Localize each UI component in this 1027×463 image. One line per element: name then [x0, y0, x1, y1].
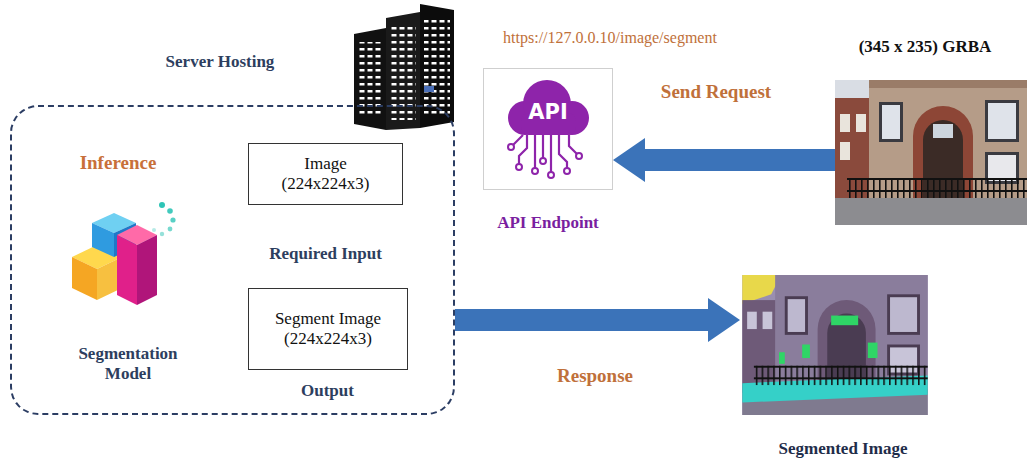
api-cloud-icon-part — [508, 80, 589, 135]
model-cubes-icon-part — [137, 235, 157, 305]
model-cubes-icon-part — [168, 227, 173, 232]
api-caption: API Endpoint — [497, 213, 599, 233]
server-rack-icon-part — [354, 28, 386, 130]
output-spec-box: Segment Image (224x224x3)Output — [248, 288, 408, 370]
segmented-image-node: Segmented Image — [740, 275, 930, 415]
api-cloud-icon — [483, 68, 613, 190]
server-rack-icon-part — [424, 16, 450, 114]
segmented-photo-part — [788, 299, 805, 332]
api-cloud-icon-part — [516, 164, 522, 170]
api-cloud-icon-part — [576, 153, 582, 159]
model-cubes-icon-part — [152, 228, 156, 232]
input-photo-part — [869, 80, 1027, 88]
api-cloud-icon-part — [569, 135, 577, 154]
input-photo-part — [988, 155, 1016, 181]
server-rack-icon-part — [420, 4, 454, 128]
api-cloud-icon-part — [508, 144, 582, 178]
api-cloud-icon-part — [542, 135, 544, 158]
api-cloud-icon-part — [513, 135, 577, 172]
segmented-photo-part — [779, 352, 785, 364]
api-cloud-icon-part — [559, 135, 567, 168]
model-cubes-icon — [62, 195, 177, 315]
model-cubes-icon-part — [92, 223, 114, 257]
segmented-photo-part — [754, 377, 928, 379]
input-photo-part — [882, 105, 900, 139]
api-cloud-icon-part — [534, 135, 536, 168]
api-cloud-icon-part — [513, 135, 523, 145]
segmented-photo-part — [747, 312, 757, 329]
edge-label: Send Request — [661, 81, 771, 104]
input-photo-part — [847, 178, 1027, 198]
model-cubes-icon-part — [170, 217, 175, 222]
segmented-photo-part — [742, 275, 927, 415]
segmented-photo-part — [887, 294, 920, 335]
segmented-photo-part — [890, 297, 917, 332]
input-photo-part — [847, 178, 1027, 180]
segmented-photo-part — [763, 312, 773, 329]
api-endpoint-box: APIAPI Endpoint — [483, 68, 613, 190]
server-rack-icon-part — [424, 86, 434, 92]
model-label: Segmentation Model — [63, 344, 193, 385]
server-region: Server HostingImage (224x224x3)Required … — [10, 105, 455, 415]
segmented-photo-part — [831, 316, 858, 326]
input-photo-part — [879, 102, 903, 142]
input-image-node: (345 x 235) GRBA — [835, 80, 1027, 225]
model-cubes-icon-part — [117, 235, 137, 305]
stage-label: Inference — [80, 152, 157, 175]
api-cloud-icon-part — [532, 168, 538, 174]
input-photo-part — [835, 80, 1027, 225]
segmented-photo — [740, 275, 930, 415]
model-cubes-icon-part — [72, 257, 97, 300]
input-photo-part — [835, 198, 1027, 225]
api-cloud-icon-part — [550, 135, 552, 172]
segmented-photo-part — [868, 343, 878, 358]
model-cubes-icon-part — [167, 208, 173, 214]
input-photo-part — [933, 124, 953, 138]
box-caption: Output — [301, 381, 354, 401]
input-photo — [835, 80, 1027, 225]
box-caption: Required Input — [269, 244, 382, 264]
input-spec-box: Image (224x224x3)Required Input — [248, 143, 403, 205]
segmented-photo-part — [785, 296, 808, 335]
region-heading: Server Hosting — [166, 52, 275, 72]
segmented-photo-part — [754, 366, 928, 385]
api-cloud-icon-part — [508, 144, 514, 150]
api-icon-text: API — [528, 100, 567, 125]
input-photo-part — [840, 142, 850, 160]
input-photo-part — [988, 103, 1016, 139]
url-label: https://127.0.0.10/image/segment — [503, 28, 717, 47]
segmented-photo-part — [754, 366, 928, 368]
input-photo-part — [847, 190, 1027, 192]
input-photo-part — [985, 100, 1019, 142]
model-cubes-icon-part — [159, 202, 165, 208]
box-text: Image (224x224x3) — [268, 154, 383, 195]
edge-label: Response — [557, 365, 633, 388]
flow-arrow — [455, 298, 740, 342]
image-caption: (345 x 235) GRBA — [859, 37, 992, 57]
model-cubes-icon-part — [160, 232, 164, 236]
flow-arrow — [613, 138, 835, 182]
api-cloud-icon-part — [540, 158, 546, 164]
api-cloud-icon-part — [548, 172, 554, 178]
api-cloud-icon-part — [564, 168, 570, 174]
segmented-photo-part — [802, 345, 810, 359]
input-photo-part — [856, 114, 866, 132]
box-text: Segment Image (224x224x3) — [263, 309, 393, 350]
server-rack-icon — [350, 4, 458, 132]
input-photo-part — [840, 114, 850, 132]
server-rack-icon-part — [386, 12, 420, 130]
image-caption: Segmented Image — [779, 439, 908, 459]
api-cloud-icon-part — [523, 80, 571, 128]
